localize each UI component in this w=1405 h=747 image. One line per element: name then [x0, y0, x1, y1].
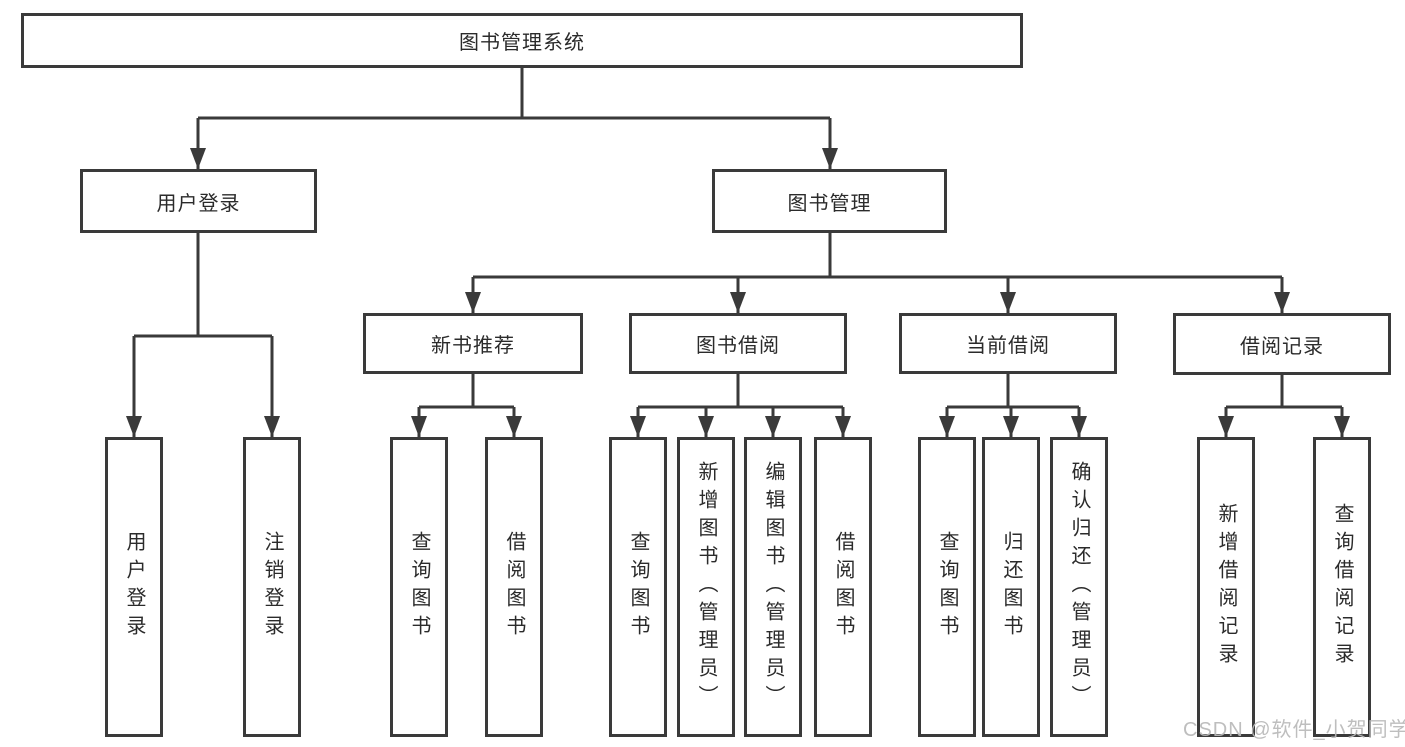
- arrowhead: [411, 416, 427, 437]
- node-book-management: 图书管理: [712, 169, 947, 233]
- leaf-logout: 注销登录: [243, 437, 301, 737]
- arrowhead: [939, 416, 955, 437]
- node-current-borrow-label: 当前借阅: [966, 335, 1050, 357]
- edge-root-to-level2: [196, 68, 832, 169]
- leaf-records-query-record: 查询借阅记录: [1313, 437, 1371, 737]
- node-book-borrow: 图书借阅: [629, 313, 847, 374]
- arrowhead: [1218, 416, 1234, 437]
- arrowhead: [126, 416, 142, 437]
- node-current-borrow: 当前借阅: [899, 313, 1117, 374]
- leaf-recommend-borrow-books: 借阅图书: [485, 437, 543, 737]
- node-borrow-records-label: 借阅记录: [1240, 335, 1324, 358]
- arrowhead: [630, 416, 646, 437]
- leaf-borrow-borrow-books-label: 借阅图书: [832, 531, 854, 643]
- leaf-records-query-record-label: 查询借阅记录: [1331, 503, 1353, 671]
- leaf-borrow-add-books-admin: 新增图书（管理员）: [677, 437, 735, 737]
- node-new-book-recommend: 新书推荐: [363, 313, 583, 374]
- leaf-recommend-query-books-label: 查询图书: [408, 531, 430, 643]
- arrowhead: [698, 416, 714, 437]
- arrowhead: [506, 416, 522, 437]
- connector-paths: [132, 68, 1344, 437]
- arrowhead: [1003, 416, 1019, 437]
- edge-recommend-to-leaves: [417, 374, 516, 437]
- node-root-library-system: 图书管理系统: [21, 13, 1023, 68]
- csdn-watermark: CSDN @软件_小贺同学: [1183, 719, 1405, 741]
- leaf-borrow-edit-books-admin: 编辑图书（管理员）: [744, 437, 802, 737]
- leaf-current-confirm-return-admin: 确认归还（管理员）: [1050, 437, 1108, 737]
- node-user-login: 用户登录: [80, 169, 317, 233]
- leaf-logout-label: 注销登录: [261, 531, 283, 643]
- leaf-user-login: 用户登录: [105, 437, 163, 737]
- leaf-current-confirm-return-admin-label: 确认归还（管理员）: [1068, 461, 1090, 713]
- arrowhead: [190, 148, 206, 169]
- leaf-recommend-borrow-books-label: 借阅图书: [503, 531, 525, 643]
- leaf-current-return-books: 归还图书: [982, 437, 1040, 737]
- arrowheads: [126, 148, 1350, 437]
- leaf-borrow-borrow-books: 借阅图书: [814, 437, 872, 737]
- arrowhead: [264, 416, 280, 437]
- node-borrow-records: 借阅记录: [1173, 313, 1391, 375]
- node-book-borrow-label: 图书借阅: [696, 335, 780, 357]
- leaf-records-add-record-label: 新增借阅记录: [1215, 503, 1237, 671]
- leaf-recommend-query-books: 查询图书: [390, 437, 448, 737]
- arrowhead: [1274, 292, 1290, 313]
- leaf-user-login-label: 用户登录: [123, 531, 145, 643]
- edge-borrow-to-leaves: [636, 374, 845, 437]
- edge-records-to-leaves: [1224, 375, 1344, 437]
- arrowhead: [822, 148, 838, 169]
- arrowhead: [1071, 416, 1087, 437]
- leaf-borrow-edit-books-admin-label: 编辑图书（管理员）: [762, 461, 784, 713]
- leaf-current-query-books: 查询图书: [918, 437, 976, 737]
- leaf-records-add-record: 新增借阅记录: [1197, 437, 1255, 737]
- edge-manage-to-level3: [471, 232, 1284, 313]
- leaf-borrow-query-books: 查询图书: [609, 437, 667, 737]
- node-new-book-recommend-label: 新书推荐: [431, 335, 515, 357]
- leaf-current-query-books-label: 查询图书: [936, 531, 958, 643]
- leaf-borrow-query-books-label: 查询图书: [627, 531, 649, 643]
- arrowhead: [835, 416, 851, 437]
- arrowhead: [1334, 416, 1350, 437]
- node-root-label: 图书管理系统: [459, 32, 585, 54]
- node-book-management-label: 图书管理: [787, 192, 872, 215]
- arrowhead: [1000, 292, 1016, 313]
- leaf-borrow-add-books-admin-label: 新增图书（管理员）: [695, 461, 717, 713]
- leaf-current-return-books-label: 归还图书: [1000, 531, 1022, 643]
- edge-login-to-leaves: [132, 233, 274, 437]
- node-user-login-label: 用户登录: [156, 192, 241, 215]
- arrowhead: [765, 416, 781, 437]
- arrowhead: [465, 292, 481, 313]
- arrowhead: [730, 292, 746, 313]
